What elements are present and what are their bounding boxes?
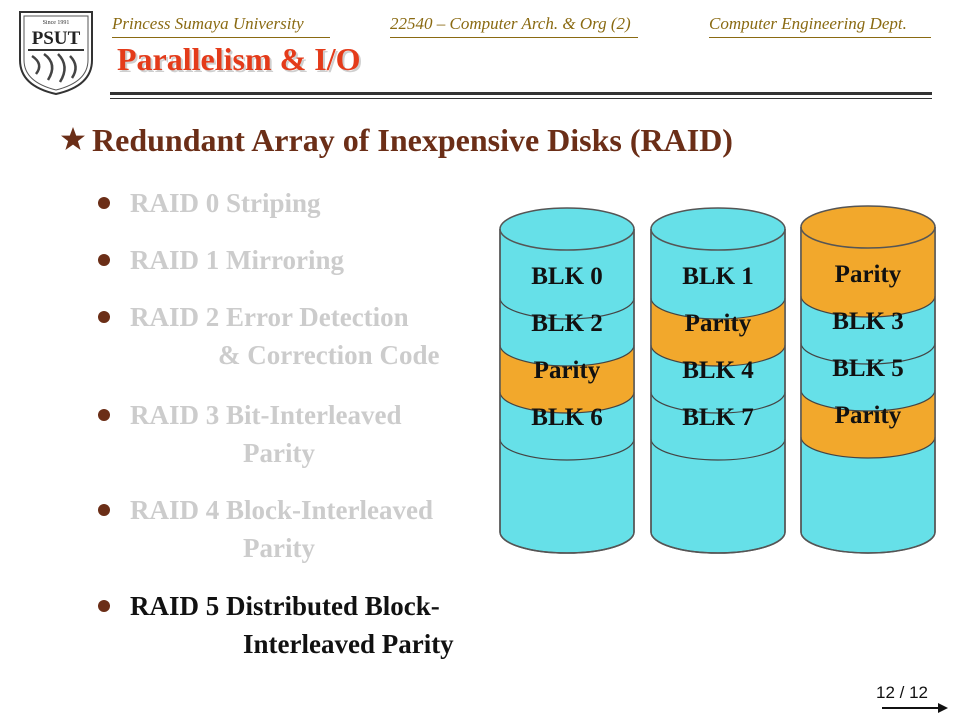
segment-divider — [800, 436, 936, 459]
parity-block-label: Parity — [835, 261, 902, 288]
raid-level-label-cont: & Correction Code — [218, 340, 440, 370]
slide-title: Parallelism & I/O — [117, 41, 361, 77]
disk-outline — [499, 229, 635, 554]
data-block-label: BLK 5 — [832, 355, 904, 382]
parity-block-label: Parity — [685, 310, 752, 337]
parity-block-label: Parity — [534, 357, 601, 384]
raid-level-label: RAID 4 Block-Interleaved — [130, 495, 433, 525]
disk-top — [800, 205, 936, 249]
section-heading: Redundant Array of Inexpensive Disks (RA… — [92, 122, 733, 158]
logo-name: PSUT — [32, 28, 81, 49]
page-number: 12 / 12 — [876, 683, 928, 702]
title-rule-thin — [110, 98, 932, 99]
segment-divider — [800, 342, 936, 365]
parity-segment — [801, 390, 935, 458]
parity-segment — [801, 227, 935, 317]
segment-divider — [650, 391, 786, 414]
header-underline-right — [709, 37, 931, 38]
bullet-dot — [98, 254, 110, 266]
disk-top — [650, 207, 786, 251]
header-university: Princess Sumaya University — [112, 14, 304, 33]
data-block-label: BLK 2 — [531, 310, 603, 337]
raid-level-label: RAID 1 Mirroring — [130, 245, 344, 275]
data-block-label: BLK 1 — [682, 263, 754, 290]
data-block-label: BLK 3 — [832, 308, 904, 335]
raid-level-label-cont: Interleaved Parity — [243, 629, 454, 659]
segment-divider — [499, 297, 635, 320]
disk-outline — [650, 229, 786, 554]
data-block-label: BLK 7 — [682, 404, 754, 431]
star-bullet-icon — [61, 127, 85, 150]
bullet-dot — [98, 600, 110, 612]
segment-divider — [499, 344, 635, 367]
title-rule-thick — [110, 92, 932, 95]
segment-divider — [650, 344, 786, 367]
parity-block-label: Parity — [835, 402, 902, 429]
psut-logo: Since 1991 PSUT — [19, 11, 93, 96]
segment-divider — [800, 295, 936, 318]
disk-outline — [800, 227, 936, 554]
segment-divider — [800, 389, 936, 412]
header-department: Computer Engineering Dept. — [709, 14, 907, 33]
raid-level-label: RAID 3 Bit-Interleaved — [130, 400, 402, 430]
raid-level-label-cont: Parity — [243, 438, 315, 468]
segment-divider — [499, 438, 635, 461]
disk-top — [499, 207, 635, 251]
bullet-dot — [98, 197, 110, 209]
next-slide-arrow-icon[interactable] — [880, 700, 950, 716]
header-underline-middle — [390, 37, 638, 38]
raid-level-label-cont: Parity — [243, 533, 315, 563]
segment-divider — [499, 391, 635, 414]
logo-since: Since 1991 — [43, 20, 70, 26]
segment-divider — [650, 297, 786, 320]
bullet-dot — [98, 311, 110, 323]
bullet-dot — [98, 504, 110, 516]
raid-level-label: RAID 2 Error Detection — [130, 302, 409, 332]
data-block-label: BLK 6 — [531, 404, 603, 431]
data-block-label: BLK 0 — [531, 263, 603, 290]
header-underline-left — [112, 37, 330, 38]
parity-segment — [651, 298, 785, 366]
segment-divider — [650, 438, 786, 461]
data-block-label: BLK 4 — [682, 357, 754, 384]
bullet-dot — [98, 409, 110, 421]
raid-level-label: RAID 5 Distributed Block- — [130, 591, 440, 621]
parity-segment — [500, 345, 634, 413]
raid-level-label: RAID 0 Striping — [130, 188, 321, 218]
header-course: 22540 – Computer Arch. & Org (2) — [390, 14, 631, 33]
